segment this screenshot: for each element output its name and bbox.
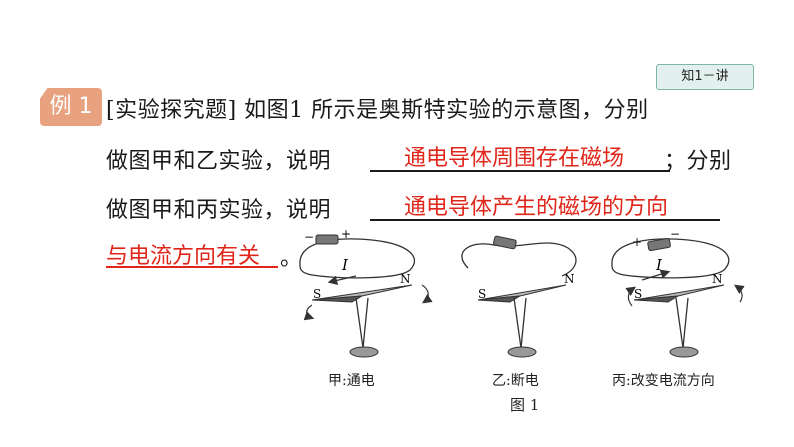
battery-plus-jia: + [341, 227, 351, 241]
battery-minus-jia: − [304, 230, 314, 244]
panel-bing: + − I S N [611, 227, 745, 358]
battery-plus-bing: + [632, 235, 642, 249]
battery-bing [647, 237, 671, 252]
current-arrow-jia [327, 275, 357, 286]
needle-jia [311, 284, 413, 301]
rotation-arrow-jia-right [421, 284, 433, 304]
answer-2-part-1: 通电导体产生的磁场的方向 [404, 195, 669, 220]
stand-base-bing [669, 346, 699, 358]
south-label-jia: S [313, 287, 321, 301]
answer-2-part-2-underline [106, 266, 278, 268]
answer-2-part-2: 与电流方向有关 [106, 244, 261, 269]
south-label-yi: S [478, 287, 486, 301]
stand-base-yi [507, 346, 537, 358]
question-line-4-suffix: 。 [280, 246, 303, 271]
caption-bing: 丙:改变电流方向 [612, 373, 715, 389]
question-line-2-suffix: ；分别 [664, 149, 732, 174]
needle-bing [633, 284, 725, 301]
panel-yi: S N [461, 235, 577, 358]
rotation-arrow-bing-right [734, 284, 745, 303]
stand-base-jia [349, 346, 379, 358]
current-arrow-bing [641, 269, 671, 281]
north-label-yi: N [564, 272, 575, 286]
answer-1: 通电导体周围存在磁场 [404, 146, 625, 171]
rotation-arrow-bing-left [625, 286, 636, 307]
caption-yi: 乙:断电 [492, 373, 539, 389]
south-label-bing: S [634, 287, 642, 301]
question-line-3-prefix: 做图甲和丙实验，说明 [106, 198, 332, 223]
answer-blank-2 [370, 219, 720, 221]
figure-title: 图 1 [510, 396, 540, 414]
wire-loop-bing [611, 238, 730, 279]
north-label-jia: N [400, 272, 411, 286]
answer-blank-1 [370, 170, 670, 172]
section-badge: 知1－讲 [656, 64, 754, 90]
wire-loop-jia [299, 238, 416, 279]
battery-jia [315, 234, 339, 245]
battery-minus-bing: − [670, 227, 680, 241]
example-tag: 例 1 [40, 88, 102, 126]
question-line-1: [实验探究题] 如图1 所示是奥斯特实验的示意图，分别 [106, 98, 649, 123]
panel-jia: − + I S N [299, 227, 433, 358]
caption-jia: 甲:通电 [328, 373, 375, 389]
battery-yi [493, 235, 517, 250]
question-line-2-prefix: 做图甲和乙实验，说明 [106, 149, 332, 174]
north-label-bing: N [712, 272, 723, 286]
current-label-bing: I [655, 256, 663, 274]
wire-loop-yi [461, 242, 577, 277]
rotation-arrow-jia-left [303, 304, 315, 321]
needle-yi [477, 284, 567, 301]
current-label-jia: I [341, 256, 349, 274]
